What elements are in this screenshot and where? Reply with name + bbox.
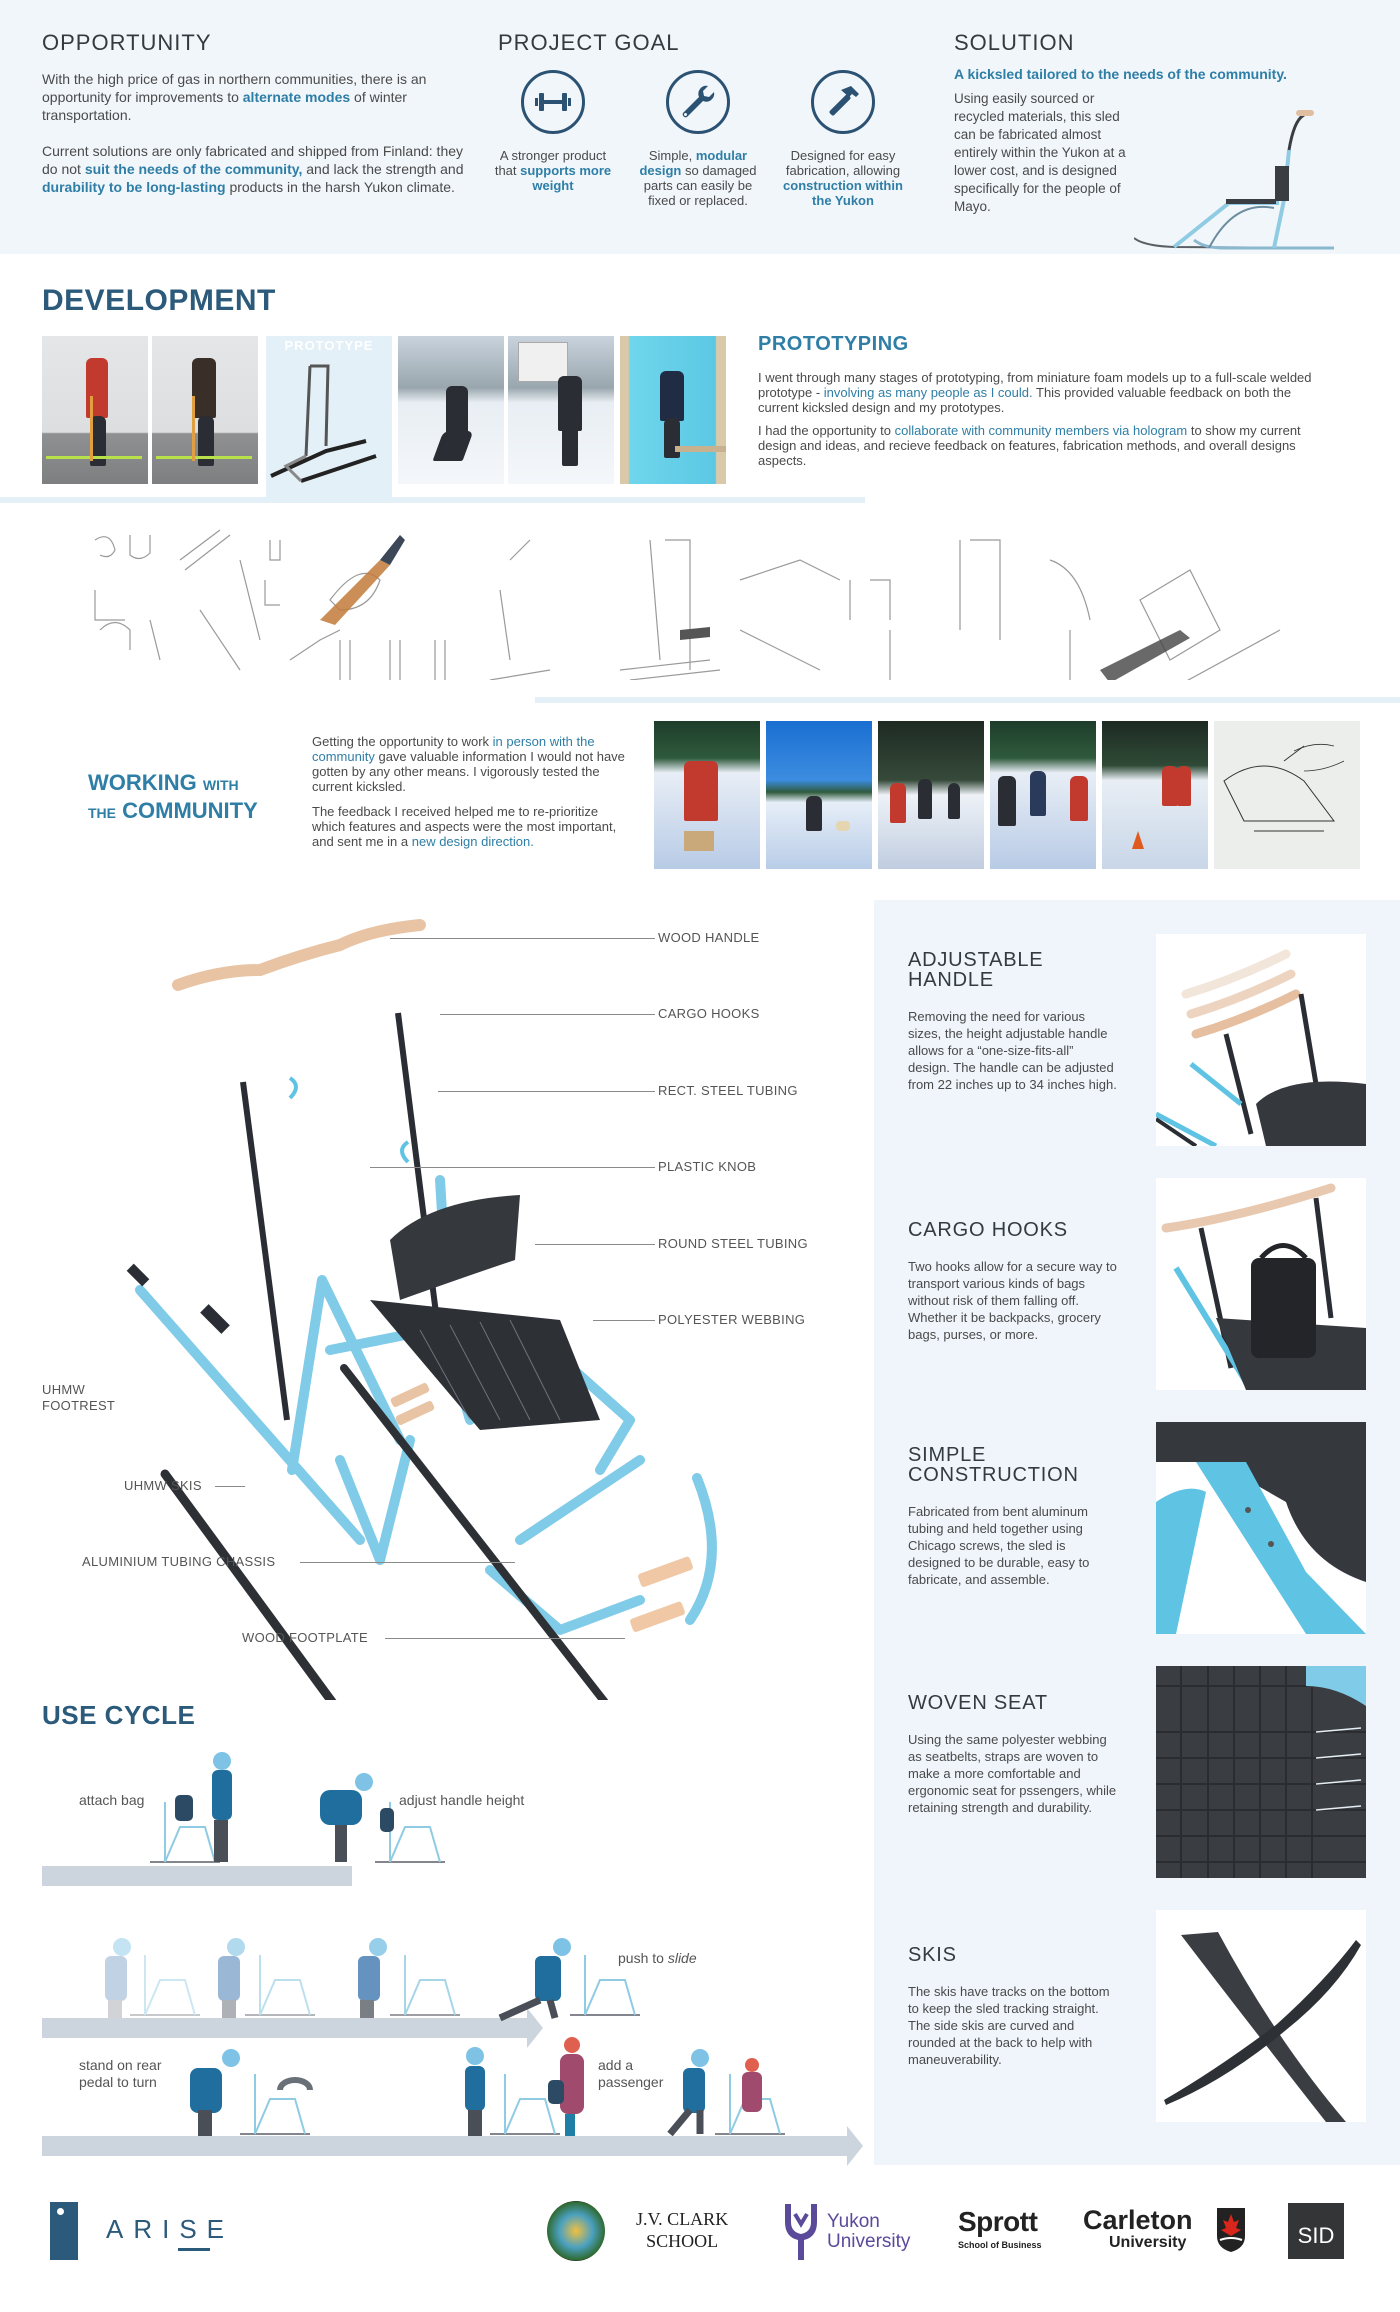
prototyping-section: PROTOTYPING I went through many stages o… xyxy=(758,333,1318,468)
logo-carleton-university: Carleton University xyxy=(1083,2206,1263,2252)
community-paragraph-2: The feedback I received helped me to re-… xyxy=(312,804,617,849)
ground-row-3 xyxy=(42,2136,847,2156)
step-add-passenger: add a passenger xyxy=(598,2057,664,2090)
dumbbell-icon xyxy=(521,70,585,134)
step-stand-rear-pedal: stand on rear pedal to turn xyxy=(79,2057,162,2090)
label-cargo-hooks: CARGO HOOKS xyxy=(658,1006,760,1021)
label-aluminium-tubing-chassis: ALUMINIUM TUBING CHASSIS xyxy=(82,1554,276,1569)
opportunity-paragraph-1: With the high price of gas in northern c… xyxy=(42,71,427,123)
exploded-view-diagram xyxy=(40,900,840,1955)
prototyping-title: PROTOTYPING xyxy=(758,333,909,355)
photo-foam-model-test-1 xyxy=(42,336,148,484)
use-cycle-title: USE CYCLE xyxy=(42,1700,196,1730)
goal-item-strength: A stronger product that supports more we… xyxy=(488,70,618,193)
label-uhmw-footrest: UHMW FOOTREST xyxy=(42,1382,116,1413)
photo-prototype: PROTOTYPE xyxy=(266,336,392,484)
label-wood-handle: WOOD HANDLE xyxy=(658,930,760,945)
feature-simple-construction: SIMPLE CONSTRUCTION Fabricated from bent… xyxy=(908,1444,1090,1587)
step-push-to-slide: push to slide xyxy=(618,1950,697,1966)
logo-jv-clark-school: J.V. CLARK SCHOOL xyxy=(636,2209,729,2251)
opportunity-paragraph-2: Current solutions are only fabricated an… xyxy=(42,143,464,195)
wrench-icon xyxy=(666,70,730,134)
development-title: DEVELOPMENT xyxy=(42,284,276,317)
ground-row-2 xyxy=(42,2018,527,2038)
photo-community-4 xyxy=(990,721,1096,869)
hammer-icon xyxy=(811,70,875,134)
photo-whiteboard-sketch xyxy=(1214,721,1360,869)
goal-item-local: Designed for easy fabrication, allowing … xyxy=(778,70,908,208)
arrow-row-2-icon xyxy=(527,2008,543,2048)
photo-community-5 xyxy=(1102,721,1208,869)
opportunity-section: OPPORTUNITY With the high price of gas i… xyxy=(42,30,472,196)
label-rect-steel-tubing: RECT. STEEL TUBING xyxy=(658,1083,798,1098)
prototyping-paragraph-1: I went through many stages of prototypin… xyxy=(758,370,1312,415)
solution-section: SOLUTION A kicksled tailored to the need… xyxy=(954,30,1374,250)
prototyping-paragraph-2: I had the opportunity to collaborate wit… xyxy=(758,423,1301,468)
photo-community-2 xyxy=(766,721,872,869)
photo-foam-model-test-2 xyxy=(152,336,258,484)
community-paragraph-1: Getting the opportunity to work in perso… xyxy=(312,734,625,794)
development-stripe xyxy=(0,497,865,503)
photo-community-1 xyxy=(654,721,760,869)
logo-school-seal xyxy=(547,2201,605,2261)
feature-adjustable-handle: ADJUSTABLE HANDLE Removing the need for … xyxy=(908,949,1117,1092)
photo-snow-test-1 xyxy=(398,336,504,484)
logo-yukon-university: Yukon University xyxy=(783,2202,933,2262)
label-plastic-knob: PLASTIC KNOB xyxy=(658,1159,757,1174)
solution-subtitle: A kicksled tailored to the needs of the … xyxy=(954,66,1287,82)
logo-arise: ARISE xyxy=(50,2202,250,2262)
label-wood-footplate: WOOD FOOTPLATE xyxy=(242,1630,369,1645)
prototype-highlight xyxy=(266,336,392,503)
feature-woven-seat: WOVEN SEAT Using the same polyester webb… xyxy=(908,1692,1117,1815)
feature-cargo-hooks: CARGO HOOKS Two hooks allow for a secure… xyxy=(908,1219,1117,1342)
goal-item-modular: Simple, modular design so damaged parts … xyxy=(633,70,763,208)
feature-image-adjustable-handle xyxy=(1156,934,1366,1146)
feature-skis: SKIS The skis have tracks on the bottom … xyxy=(908,1944,1110,2067)
prototype-label: PROTOTYPE xyxy=(284,338,374,353)
feature-image-woven-seat xyxy=(1156,1666,1366,1878)
concept-sketches xyxy=(90,520,1310,691)
use-cycle-illustrations xyxy=(0,1740,870,2160)
photo-snow-test-2 xyxy=(508,336,614,484)
label-polyester-webbing: POLYESTER WEBBING xyxy=(658,1312,806,1327)
kicksled-side-illustration xyxy=(1134,110,1335,250)
project-goal-title: PROJECT GOAL xyxy=(498,30,680,55)
community-title: WORKING WITH THE COMMUNITY xyxy=(88,770,258,823)
opportunity-title: OPPORTUNITY xyxy=(42,30,212,55)
feature-image-skis xyxy=(1156,1910,1366,2122)
logo-sprott-school-of-business: Sprott School of Business xyxy=(958,2206,1042,2251)
solution-title: SOLUTION xyxy=(954,30,1075,55)
label-round-steel-tubing: ROUND STEEL TUBING xyxy=(658,1236,808,1251)
solution-body: Using easily sourced or recycled materia… xyxy=(954,91,1126,214)
photo-hologram xyxy=(620,336,726,484)
logo-sid: SID xyxy=(1288,2203,1344,2259)
feature-image-simple-construction xyxy=(1156,1422,1366,1634)
project-goal-section: PROJECT GOAL A stronger product that sup… xyxy=(495,30,928,240)
arrow-row-3-icon xyxy=(847,2126,863,2166)
step-adjust-handle: adjust handle height xyxy=(399,1792,525,1808)
feature-image-cargo-hooks xyxy=(1156,1178,1366,1390)
sketch-stripe xyxy=(535,697,1400,703)
label-uhmw-skis: UHMW SKIS xyxy=(124,1478,202,1493)
features-panel: ADJUSTABLE HANDLE Removing the need for … xyxy=(874,900,1400,2165)
photo-community-3 xyxy=(878,721,984,869)
step-attach-bag: attach bag xyxy=(79,1792,145,1808)
carleton-shield-icon xyxy=(1217,2208,1245,2252)
ground-row-1 xyxy=(42,1866,352,1886)
community-text: Getting the opportunity to work in perso… xyxy=(312,734,630,849)
